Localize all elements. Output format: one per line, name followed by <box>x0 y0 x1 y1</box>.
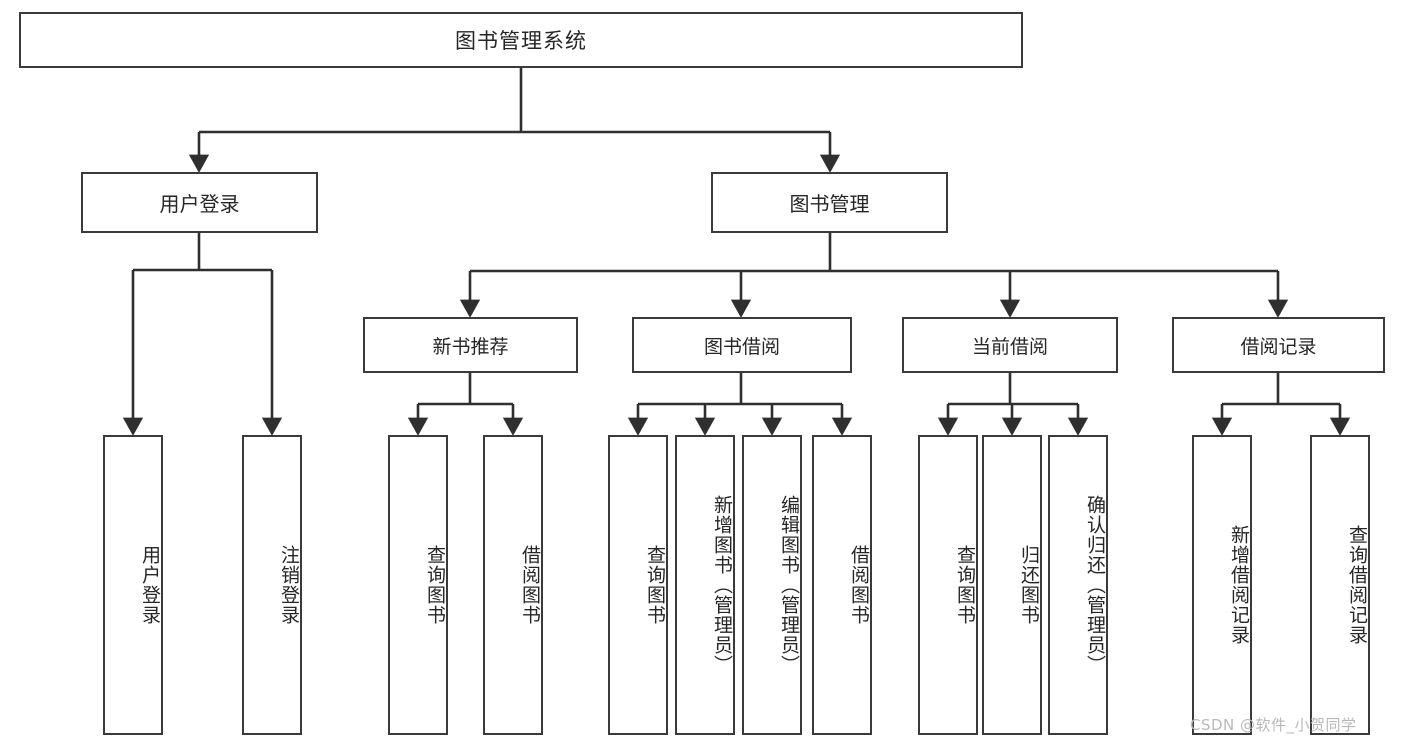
leaf-borrow-query-book[interactable]: 查询图书 <box>608 435 668 735</box>
node-book-borrow-label: 图书借阅 <box>703 335 780 358</box>
leaf-label: 查询图书 <box>644 545 666 625</box>
leaf-label: 编辑图书（管理员） <box>778 495 800 675</box>
node-borrow-record[interactable]: 借阅记录 <box>1172 317 1385 373</box>
leaf-new-book-query[interactable]: 查询图书 <box>388 435 448 735</box>
leaf-label: 查询图书 <box>954 545 976 625</box>
leaf-user-login-login[interactable]: 用户登录 <box>103 435 163 735</box>
node-borrow-record-label: 借阅记录 <box>1240 335 1317 358</box>
leaf-label: 用户登录 <box>139 545 161 625</box>
leaf-user-login-logout[interactable]: 注销登录 <box>242 435 302 735</box>
leaf-borrow-borrow-book[interactable]: 借阅图书 <box>812 435 872 735</box>
leaf-label: 新增借阅记录 <box>1228 525 1250 645</box>
leaf-label: 借阅图书 <box>848 545 870 625</box>
node-book-management-label: 图书管理 <box>789 192 870 216</box>
leaf-current-return-book[interactable]: 归还图书 <box>982 435 1042 735</box>
leaf-new-book-borrow[interactable]: 借阅图书 <box>483 435 543 735</box>
leaf-current-query-book[interactable]: 查询图书 <box>918 435 978 735</box>
leaf-label: 注销登录 <box>278 545 300 625</box>
leaf-label: 借阅图书 <box>519 545 541 625</box>
leaf-record-query[interactable]: 查询借阅记录 <box>1310 435 1370 735</box>
node-book-management[interactable]: 图书管理 <box>711 172 948 233</box>
node-new-book-recommend-label: 新书推荐 <box>432 335 509 358</box>
node-current-borrow[interactable]: 当前借阅 <box>902 317 1118 373</box>
csdn-watermark: CSDN @软件_小贺同学 <box>1190 716 1357 734</box>
node-user-login[interactable]: 用户登录 <box>81 172 318 233</box>
node-root-label: 图书管理系统 <box>455 29 587 53</box>
leaf-label: 查询借阅记录 <box>1346 525 1368 645</box>
leaf-label: 归还图书 <box>1018 545 1040 625</box>
leaf-borrow-add-book[interactable]: 新增图书（管理员） <box>675 435 735 735</box>
leaf-current-confirm-return[interactable]: 确认归还（管理员） <box>1048 435 1108 735</box>
node-user-login-label: 用户登录 <box>159 192 240 216</box>
leaf-borrow-edit-book[interactable]: 编辑图书（管理员） <box>742 435 802 735</box>
node-current-borrow-label: 当前借阅 <box>971 335 1048 358</box>
leaf-label: 新增图书（管理员） <box>711 495 733 675</box>
node-book-borrow[interactable]: 图书借阅 <box>632 317 852 373</box>
leaf-label: 确认归还（管理员） <box>1084 495 1106 675</box>
node-root[interactable]: 图书管理系统 <box>19 12 1023 68</box>
leaf-label: 查询图书 <box>424 545 446 625</box>
leaf-record-add[interactable]: 新增借阅记录 <box>1192 435 1252 735</box>
node-new-book-recommend[interactable]: 新书推荐 <box>363 317 578 373</box>
